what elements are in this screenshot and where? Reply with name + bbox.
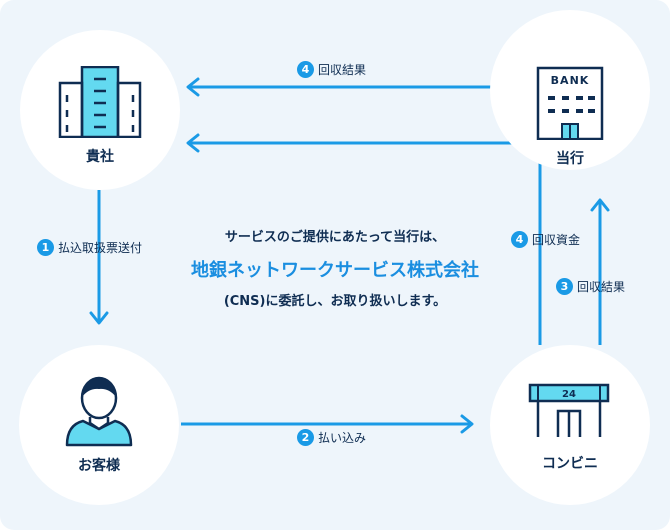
bank-sign: BANK bbox=[551, 74, 590, 87]
step2-label: 2 払い込み bbox=[297, 429, 366, 446]
step-number-badge: 4 bbox=[511, 231, 528, 248]
bank-building-icon: BANK bbox=[536, 66, 604, 140]
step-text: 回収結果 bbox=[318, 63, 367, 77]
office-building-icon bbox=[58, 66, 142, 138]
arrowhead-step2 bbox=[460, 414, 474, 434]
bank-node: BANK 当行 bbox=[490, 10, 650, 170]
step-number-badge: 3 bbox=[556, 278, 573, 295]
step4-funds-label: 4 回収資金 bbox=[511, 231, 580, 248]
arrowhead-step3 bbox=[590, 198, 610, 212]
service-outsourcing-text: (CNS)に委託し、お取り扱いします。 bbox=[223, 294, 447, 309]
customer-label: お客様 bbox=[78, 458, 120, 474]
step4-result-label: 4 回収結果 bbox=[297, 61, 366, 78]
service-provider-name: 地銀ネットワークサービス株式会社 bbox=[191, 260, 479, 281]
step-number-badge: 2 bbox=[297, 429, 314, 446]
step-text: 払い込み bbox=[318, 431, 367, 445]
convenience-store-icon: 24 bbox=[528, 383, 610, 437]
person-icon bbox=[65, 376, 133, 447]
arrowhead-step4-result bbox=[186, 77, 200, 97]
customer-node: お客様 bbox=[19, 345, 179, 505]
step3-label: 3 回収結果 bbox=[556, 278, 625, 295]
store-sign: 24 bbox=[562, 389, 576, 400]
step-text: 回収結果 bbox=[577, 280, 626, 294]
convenience-store-node: 24 コンビニ bbox=[490, 345, 650, 505]
step-number-badge: 1 bbox=[37, 239, 54, 256]
company-node: 貴社 bbox=[20, 30, 180, 190]
step-number-badge: 4 bbox=[297, 61, 314, 78]
company-label: 貴社 bbox=[86, 149, 114, 165]
service-intro-text: サービスのご提供にあたって当行は、 bbox=[224, 230, 446, 245]
step1-label: 1 払込取扱票送付 bbox=[37, 239, 142, 256]
arrowhead-step4-funds bbox=[186, 133, 200, 153]
bank-label: 当行 bbox=[556, 151, 584, 167]
arrowhead-step1 bbox=[89, 311, 109, 325]
convenience-store-label: コンビニ bbox=[542, 456, 598, 472]
step-text: 回収資金 bbox=[532, 233, 581, 247]
step-text: 払込取扱票送付 bbox=[58, 241, 143, 255]
